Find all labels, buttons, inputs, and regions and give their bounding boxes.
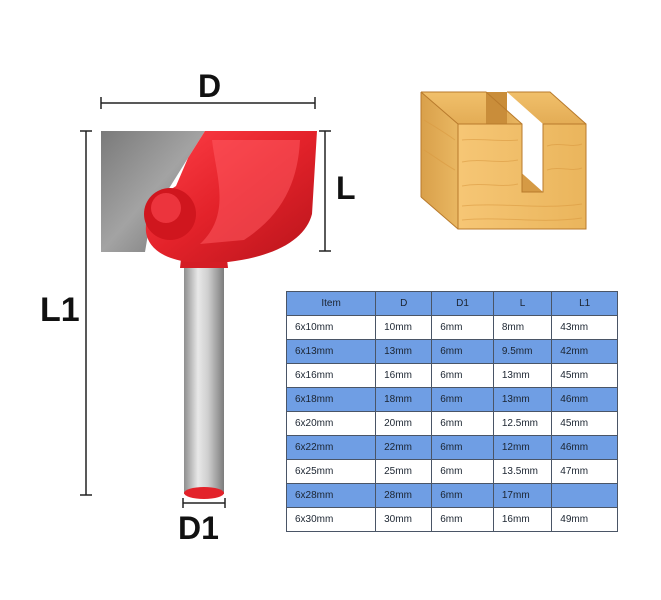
cell-item: 6x13mm (285, 339, 377, 364)
cell-d1: 6mm (431, 315, 494, 340)
cell-l1: 45mm (551, 363, 618, 388)
cell-item: 6x25mm (285, 459, 377, 484)
shank-tip (184, 487, 224, 499)
cell-l1: 43mm (551, 315, 618, 340)
cell-l: 17mm (492, 483, 553, 508)
cell-l: 8mm (492, 315, 553, 340)
cell-l1: 47mm (551, 459, 618, 484)
cell-d: 22mm (375, 435, 433, 460)
cell-l: 9.5mm (492, 339, 553, 364)
dimension-label-l1: L1 (40, 291, 80, 329)
table-header-row: Item D D1 L L1 (285, 291, 618, 316)
table-row: 6x22mm 22mm 6mm 12mm 46mm (285, 435, 618, 460)
cell-l1: 45mm (551, 411, 618, 436)
cell-l1: 46mm (551, 387, 618, 412)
cell-d1: 6mm (431, 339, 494, 364)
cell-d: 18mm (375, 387, 433, 412)
cell-l1: 49mm (551, 507, 618, 532)
cell-l: 12mm (492, 435, 553, 460)
cell-d: 28mm (375, 483, 433, 508)
cell-d: 20mm (375, 411, 433, 436)
cell-item: 6x18mm (285, 387, 377, 412)
shank (184, 258, 224, 494)
cell-l1 (551, 483, 618, 508)
spec-table: Item D D1 L L1 6x10mm 10mm 6mm 8mm 43mm … (285, 291, 618, 532)
cell-l: 16mm (492, 507, 553, 532)
cell-item: 6x20mm (285, 411, 377, 436)
cell-d: 30mm (375, 507, 433, 532)
table-row: 6x28mm 28mm 6mm 17mm (285, 483, 618, 508)
wood-groove-icon (420, 91, 587, 230)
dimension-label-d1: D1 (178, 510, 219, 546)
header-l1: L1 (551, 291, 618, 316)
cell-d1: 6mm (431, 363, 494, 388)
cell-d: 10mm (375, 315, 433, 340)
header-d1: D1 (431, 291, 494, 316)
dimension-label-d: D (198, 68, 222, 104)
cell-d1: 6mm (431, 483, 494, 508)
cell-d1: 6mm (431, 435, 494, 460)
cell-l: 13.5mm (492, 459, 553, 484)
cell-item: 6x16mm (285, 363, 377, 388)
cell-d1: 6mm (431, 411, 494, 436)
table-row: 6x16mm 16mm 6mm 13mm 45mm (285, 363, 618, 388)
table-row: 6x18mm 18mm 6mm 13mm 46mm (285, 387, 618, 412)
table-row: 6x20mm 20mm 6mm 12.5mm 45mm (285, 411, 618, 436)
cell-d: 13mm (375, 339, 433, 364)
header-l: L (492, 291, 553, 316)
cell-l1: 46mm (551, 435, 618, 460)
dimension-label-l: L (336, 170, 356, 206)
cell-item: 6x30mm (285, 507, 377, 532)
dimension-line-l (319, 130, 331, 252)
cell-d1: 6mm (431, 387, 494, 412)
cell-l: 13mm (492, 387, 553, 412)
cell-l: 13mm (492, 363, 553, 388)
table-row: 6x25mm 25mm 6mm 13.5mm 47mm (285, 459, 618, 484)
cell-item: 6x28mm (285, 483, 377, 508)
cell-item: 6x10mm (285, 315, 377, 340)
cell-d1: 6mm (431, 507, 494, 532)
cell-item: 6x22mm (285, 435, 377, 460)
router-bit-icon (101, 131, 317, 499)
table-row: 6x13mm 13mm 6mm 9.5mm 42mm (285, 339, 618, 364)
cell-l: 12.5mm (492, 411, 553, 436)
dimension-line-l1 (80, 130, 92, 496)
cell-l1: 42mm (551, 339, 618, 364)
header-item: Item (285, 291, 377, 316)
dimension-line-d1 (182, 498, 226, 508)
cell-d1: 6mm (431, 459, 494, 484)
cell-d: 16mm (375, 363, 433, 388)
cell-d: 25mm (375, 459, 433, 484)
dimension-line-d (100, 97, 316, 109)
header-d: D (375, 291, 433, 316)
carbide-blade (101, 131, 205, 252)
table-row: 6x10mm 10mm 6mm 8mm 43mm (285, 315, 618, 340)
table-row: 6x30mm 30mm 6mm 16mm 49mm (285, 507, 618, 532)
